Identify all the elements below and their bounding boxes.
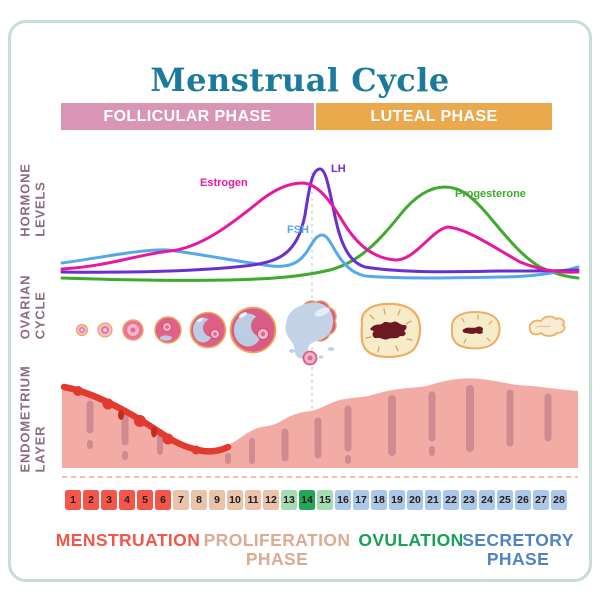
day-cell-4: 4 bbox=[119, 490, 135, 510]
day-cell-12: 12 bbox=[263, 490, 279, 510]
row-label-line: CYCLE bbox=[32, 291, 47, 340]
page-title: Menstrual Cycle bbox=[150, 61, 450, 100]
day-cell-22: 22 bbox=[443, 490, 459, 510]
secretory-phase-label: SECRETORY PHASE bbox=[462, 531, 574, 569]
day-cell-20: 20 bbox=[407, 490, 423, 510]
lh-label: LH bbox=[331, 163, 346, 175]
day-cell-26: 26 bbox=[515, 490, 531, 510]
row-label-line: LAYER bbox=[32, 425, 47, 473]
phase-label-line: PHASE bbox=[486, 548, 550, 569]
day-cell-3: 3 bbox=[101, 490, 117, 510]
day-cell-2: 2 bbox=[83, 490, 99, 510]
day-cell-9: 9 bbox=[209, 490, 225, 510]
ovulation-label: OVULATION bbox=[358, 531, 463, 550]
day-cell-6: 6 bbox=[155, 490, 171, 510]
day-cell-5: 5 bbox=[137, 490, 153, 510]
day-cell-7: 7 bbox=[173, 490, 189, 510]
menstruation-label: MENSTRUATION bbox=[56, 531, 200, 550]
phase-label-line: OVULATION bbox=[358, 530, 464, 550]
day-cell-1: 1 bbox=[65, 490, 81, 510]
day-cell-8: 8 bbox=[191, 490, 207, 510]
luteal-phase-label: LUTEAL PHASE bbox=[370, 107, 498, 125]
day-cell-19: 19 bbox=[389, 490, 405, 510]
row-label-line: OVARIAN bbox=[17, 274, 33, 340]
day-cell-13: 13 bbox=[281, 490, 297, 510]
row-label-line: HORMONE bbox=[17, 163, 33, 237]
fsh-label: FSH bbox=[287, 224, 309, 236]
day-cell-24: 24 bbox=[479, 490, 495, 510]
day-cell-21: 21 bbox=[425, 490, 441, 510]
row-label-hormone-levels: HORMONE LEVELS bbox=[17, 163, 47, 237]
row-label-ovarian-cycle: OVARIAN CYCLE bbox=[17, 274, 47, 340]
row-label-line: ENDOMETRIUM bbox=[17, 365, 33, 473]
estrogen-label: Estrogen bbox=[200, 177, 248, 189]
day-cell-15: 15 bbox=[317, 490, 333, 510]
row-label-endometrium-layer: ENDOMETRIUM LAYER bbox=[17, 365, 47, 473]
day-cell-25: 25 bbox=[497, 490, 513, 510]
day-cell-27: 27 bbox=[533, 490, 549, 510]
phase-label-line: PHASE bbox=[245, 548, 309, 569]
phase-label-line: PROLIFERATION bbox=[203, 530, 351, 550]
day-cell-16: 16 bbox=[335, 490, 351, 510]
luteal-phase-bar: LUTEAL PHASE bbox=[316, 103, 552, 130]
phase-label-line: SECRETORY bbox=[462, 530, 574, 550]
follicular-phase-bar: FOLLICULAR PHASE bbox=[61, 103, 314, 130]
row-label-line: LEVELS bbox=[32, 181, 47, 237]
day-cell-28: 28 bbox=[551, 490, 567, 510]
day-cell-18: 18 bbox=[371, 490, 387, 510]
day-cell-23: 23 bbox=[461, 490, 477, 510]
follicular-phase-label: FOLLICULAR PHASE bbox=[103, 107, 272, 125]
progesterone-label: Progesterone bbox=[455, 188, 526, 200]
day-cell-17: 17 bbox=[353, 490, 369, 510]
day-cell-10: 10 bbox=[227, 490, 243, 510]
day-cell-11: 11 bbox=[245, 490, 261, 510]
phase-label-line: MENSTRUATION bbox=[55, 530, 201, 550]
day-cell-14: 14 bbox=[299, 490, 315, 510]
proliferation-phase-label: PROLIFERATION PHASE bbox=[204, 531, 351, 569]
